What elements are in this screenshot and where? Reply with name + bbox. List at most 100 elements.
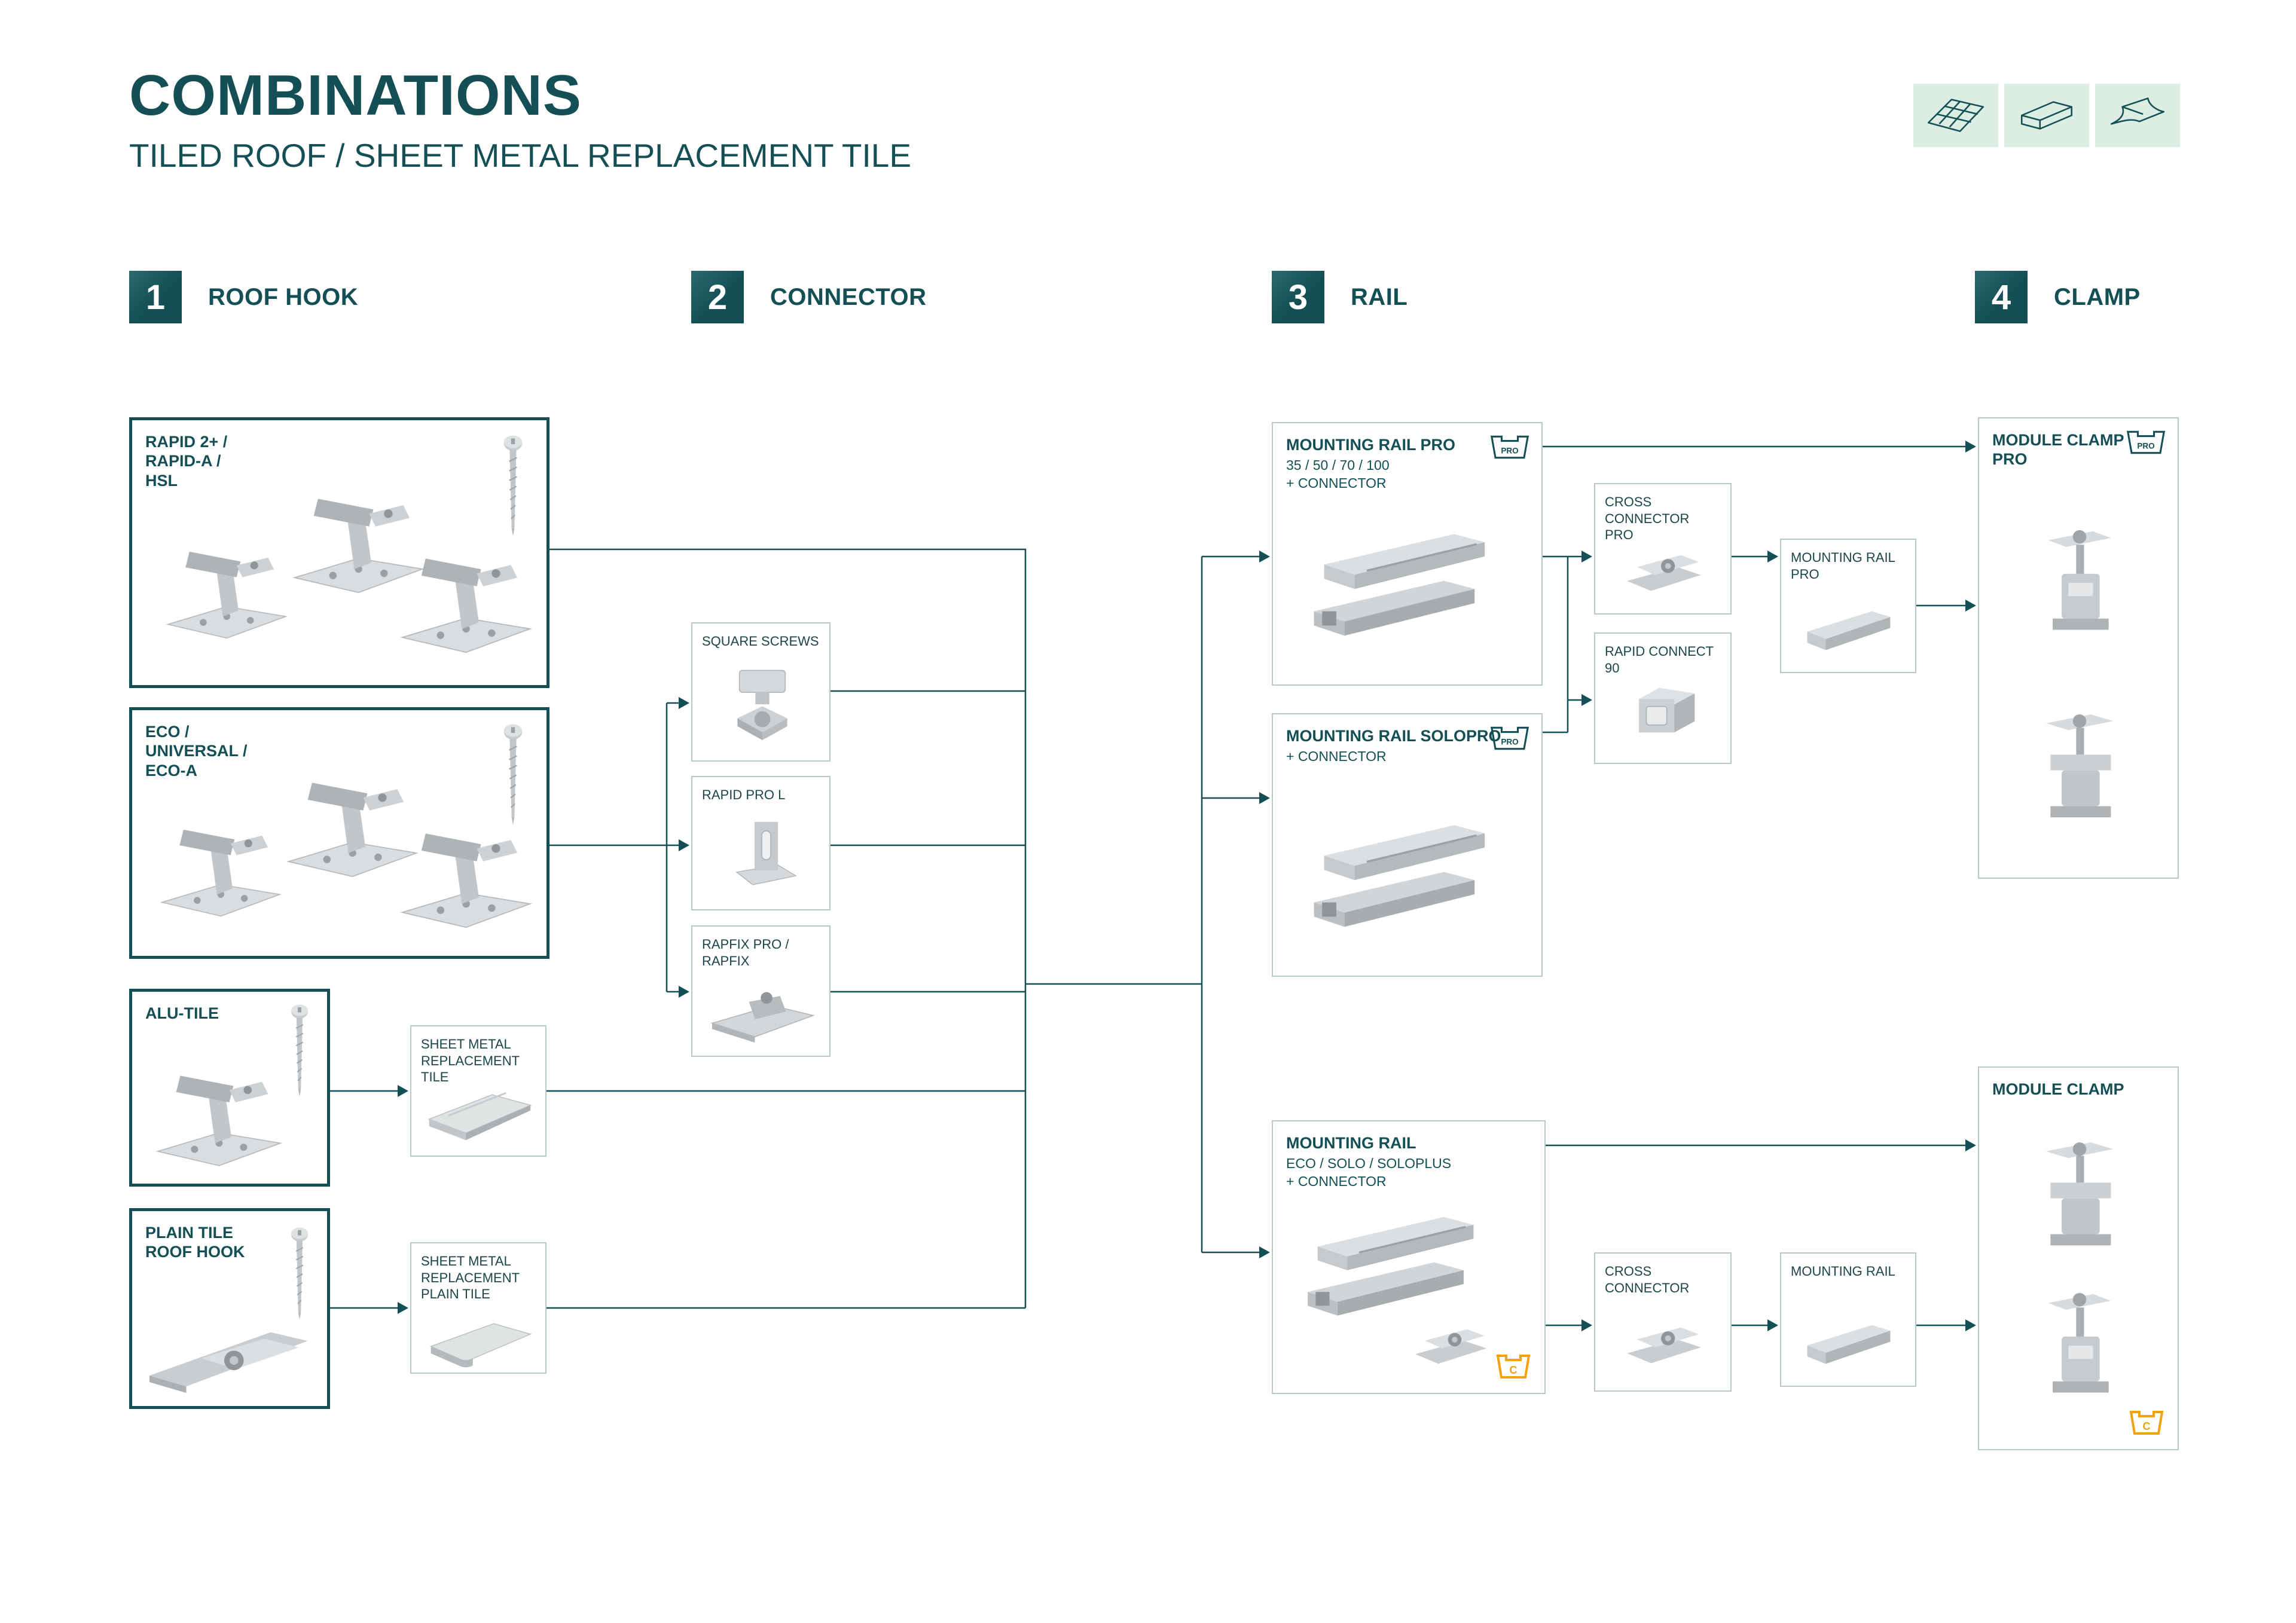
box-title: MODULE CLAMP PRO	[1992, 431, 2124, 469]
screw-icon	[499, 435, 527, 540]
clamp-compatibility-text: C	[2143, 1420, 2151, 1432]
box-rapid-connect-90: RAPID CONNECT 90	[1594, 632, 1732, 764]
box-title: ECO / UNIVERSAL / ECO-A	[145, 723, 248, 780]
product-module-clamp-end	[2035, 1283, 2124, 1406]
box-title: CROSS CONNECTOR PRO	[1605, 494, 1690, 542]
clamp-compatibility-icon: C	[2129, 1411, 2164, 1435]
step-number: 3	[1272, 271, 1324, 323]
product-roof-hook	[150, 818, 288, 926]
box-mounting-rail-small: MOUNTING RAIL	[1780, 1252, 1916, 1387]
pro-badge-icon: PRO	[1490, 726, 1529, 750]
box-roof-hook-alu-tile: ALU-TILE	[129, 989, 330, 1187]
pro-badge-text: PRO	[2137, 441, 2154, 450]
legend-tile-tile	[2095, 84, 2180, 147]
pro-badge-icon: PRO	[1490, 435, 1529, 459]
box-title: PLAIN TILE ROOF HOOK	[145, 1224, 245, 1261]
step-connector: 2 CONNECTOR	[691, 271, 927, 323]
step-label: CLAMP	[2054, 283, 2141, 310]
product-roof-hook	[156, 540, 294, 648]
box-mounting-rail-pro-small: MOUNTING RAIL PRO	[1780, 539, 1916, 673]
box-title: SHEET METAL REPLACEMENT TILE	[421, 1037, 520, 1084]
product-rapid-pro-l	[722, 813, 803, 894]
box-square-screws: SQUARE SCREWS	[691, 622, 831, 762]
box-title: RAPFIX PRO / RAPFIX	[702, 937, 789, 968]
box-title: RAPID PRO L	[702, 787, 786, 802]
product-roof-hook	[389, 546, 539, 663]
box-title: ALU-TILE	[145, 1004, 219, 1022]
replacement-tile-icon	[2110, 97, 2165, 125]
product-sheet-plain-tile	[422, 1306, 536, 1376]
product-square-screw	[718, 662, 807, 747]
clamp-compatibility-text: C	[1510, 1364, 1518, 1376]
product-rail-single	[1798, 597, 1900, 661]
box-mounting-rail-solopro: MOUNTING RAIL SOLOPRO + CONNECTOR PRO	[1272, 713, 1543, 977]
box-roof-hook-plain-tile: PLAIN TILE ROOF HOOK	[129, 1208, 330, 1409]
legend-tile-rail	[2004, 84, 2089, 147]
step-roof-hook: 1 ROOF HOOK	[129, 271, 358, 323]
step-number: 2	[691, 271, 744, 323]
page-title: COMBINATIONS	[129, 63, 582, 127]
screw-icon	[499, 723, 527, 829]
box-title: MOUNTING RAIL PRO	[1286, 436, 1455, 454]
step-rail: 3 RAIL	[1272, 271, 1407, 323]
screw-icon	[286, 1227, 313, 1323]
box-title: CROSS CONNECTOR	[1605, 1264, 1690, 1295]
product-rails-eco	[1300, 1205, 1497, 1324]
box-title: MOUNTING RAIL	[1286, 1134, 1416, 1152]
pro-badge-icon: PRO	[2126, 430, 2166, 454]
page-subtitle: TILED ROOF / SHEET METAL REPLACEMENT TIL…	[129, 137, 912, 174]
box-rapfix: RAPFIX PRO / RAPFIX	[691, 925, 831, 1057]
box-title: MODULE CLAMP	[1992, 1080, 2124, 1098]
product-plain-tile-hook	[143, 1313, 316, 1399]
legend-tile-roof	[1913, 84, 1998, 147]
product-rails-solopro	[1306, 813, 1509, 935]
box-rapid-pro-l: RAPID PRO L	[691, 776, 831, 910]
step-clamp: 4 CLAMP	[1975, 271, 2141, 323]
product-sheet-tile	[422, 1077, 536, 1147]
box-title: RAPID CONNECT 90	[1605, 644, 1714, 676]
product-module-clamp-pro-mid	[2035, 705, 2124, 829]
step-label: CONNECTOR	[770, 283, 927, 310]
box-sheet-metal-replacement-tile: SHEET METAL REPLACEMENT TILE	[410, 1025, 546, 1157]
product-cross-connector-pro	[1619, 535, 1709, 605]
box-title: MOUNTING RAIL SOLOPRO	[1286, 727, 1501, 745]
mounting-rail-icon	[2020, 101, 2073, 130]
box-title: MOUNTING RAIL PRO	[1791, 550, 1895, 582]
product-rail-single	[1798, 1310, 1900, 1375]
box-title: SQUARE SCREWS	[702, 634, 819, 649]
box-cross-connector-pro: CROSS CONNECTOR PRO	[1594, 483, 1732, 615]
box-roof-hook-rapid: RAPID 2+ / RAPID-A / HSL	[129, 417, 549, 688]
product-rapid-connect-90	[1622, 678, 1706, 744]
box-roof-hook-eco: ECO / UNIVERSAL / ECO-A	[129, 707, 549, 959]
step-number: 4	[1975, 271, 2028, 323]
product-rapfix	[704, 980, 821, 1049]
product-rails-pro	[1306, 522, 1509, 644]
box-title: RAPID 2+ / RAPID-A / HSL	[145, 433, 228, 490]
box-title: MOUNTING RAIL	[1791, 1264, 1895, 1279]
step-label: ROOF HOOK	[208, 283, 359, 310]
box-cross-connector: CROSS CONNECTOR	[1594, 1252, 1732, 1392]
box-module-clamp-pro: MODULE CLAMP PRO PRO	[1978, 417, 2179, 879]
step-number: 1	[129, 271, 182, 323]
box-title: SHEET METAL REPLACEMENT PLAIN TILE	[421, 1254, 520, 1301]
box-mounting-rail-eco: MOUNTING RAIL ECO / SOLO / SOLOPLUS + CO…	[1272, 1120, 1546, 1394]
pro-badge-text: PRO	[1501, 737, 1518, 746]
product-cross-connector	[1619, 1307, 1709, 1377]
box-subtitle: ECO / SOLO / SOLOPLUS + CONNECTOR	[1286, 1156, 1452, 1190]
tiled-roof-icon	[1927, 99, 1984, 132]
screw-icon	[286, 1004, 313, 1100]
step-label: RAIL	[1351, 283, 1408, 310]
product-module-clamp-mid	[2035, 1133, 2124, 1257]
box-mounting-rail-pro: MOUNTING RAIL PRO 35 / 50 / 70 / 100 + C…	[1272, 422, 1543, 686]
product-rail-connector	[1407, 1310, 1494, 1377]
box-subtitle: + CONNECTOR	[1286, 748, 1387, 765]
product-roof-hook	[145, 1063, 289, 1176]
product-roof-hook	[389, 821, 539, 938]
product-module-clamp-pro-end	[2035, 520, 2124, 643]
box-subtitle: 35 / 50 / 70 / 100 + CONNECTOR	[1286, 457, 1390, 491]
box-module-clamp: MODULE CLAMP C	[1978, 1066, 2179, 1450]
clamp-compatibility-icon: C	[1496, 1355, 1531, 1379]
box-sheet-metal-replacement-plain-tile: SHEET METAL REPLACEMENT PLAIN TILE	[410, 1242, 546, 1374]
